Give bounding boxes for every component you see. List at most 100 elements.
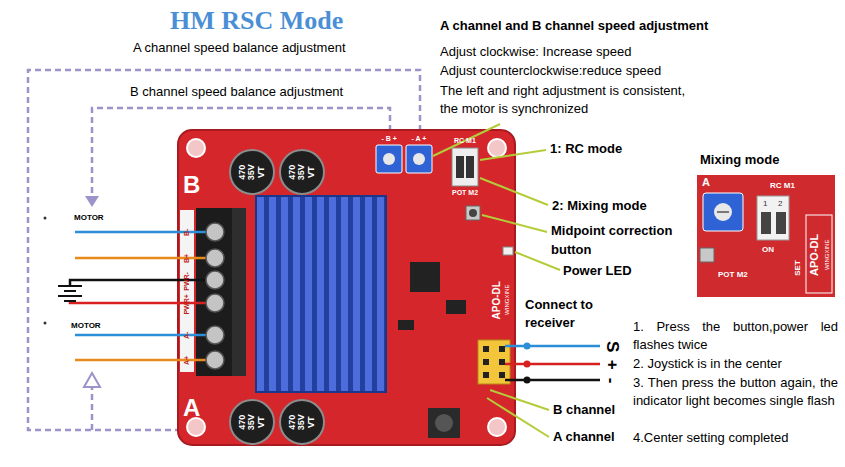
silkscreen-text: A [702,176,710,190]
annotation-text: A channel speed balance adjustment [133,40,346,56]
pin-label: - [601,377,622,383]
terminal-label: PWR+ [183,294,192,314]
circuit-board [178,130,515,445]
silkscreen-text: ON [762,245,774,255]
inset-board [761,212,771,234]
silkscreen-text: - B + [382,135,397,144]
wire-dot [524,377,531,384]
circuit-board [180,210,194,372]
channel-letter: A [183,393,200,423]
circuit-board [435,414,453,432]
balance-path [28,70,420,430]
motor-label: MOTOR [74,213,104,223]
circuit-board [499,372,505,378]
inset-board [776,212,786,234]
inset-board [697,175,835,297]
leader-line [487,398,549,437]
power-wire [75,359,210,362]
circuit-board [178,130,515,445]
circuit-board [280,150,324,194]
circuit-board [256,196,386,392]
capacitor-text: 470 35V VT [288,408,316,436]
silkscreen-text: APO-DL [491,281,504,319]
terminal-screw [206,351,224,369]
silkscreen-text: 2 [778,199,782,209]
step-text: 1. Press the button,power led flashes tw… [633,318,838,354]
circuit-board [428,408,460,438]
terminal-label: A+ [183,355,192,364]
power-wire [75,257,210,260]
circuit-board [483,359,489,365]
wire-dot [524,343,531,350]
callout-label: A channel [553,429,615,445]
battery-symbol [64,290,76,292]
circuit-board [456,156,464,178]
pin-label: S [602,340,623,351]
step-text: 4.Center setting completed [633,429,838,447]
terminal-screw [206,223,224,241]
step-text: 3. Then press the button again, the indi… [633,374,838,410]
battery-symbol [58,285,82,287]
circuit-board [452,148,478,186]
circuit-board [256,196,386,392]
circuit-board [410,262,440,292]
circuit-board [483,346,489,352]
receiver-wire [505,345,600,348]
circuit-board [499,359,505,365]
arrow-head [84,373,100,387]
wire-dot [524,343,531,384]
circuit-board [446,300,466,314]
capacitor-text: 470 35V VT [238,408,266,436]
terminal-screw [206,326,224,344]
leader-line [433,124,560,437]
inset-board [717,211,729,213]
circuit-board [280,400,324,444]
wire-dot [524,361,531,368]
circuit-board [466,156,474,178]
annotation-text: The left and right adjustment is consist… [440,82,685,118]
circuit-board [187,139,205,157]
circuit-board [488,418,506,436]
marker-dot [44,322,47,325]
pin-label: + [601,359,622,369]
terminal-label: A- [183,331,192,338]
callout-label: Connect to receiver [525,296,620,332]
circuit-board [230,150,274,194]
terminal-screw [206,223,224,369]
receiver-wire [505,363,600,366]
circuit-board [232,208,246,376]
callout-label: 2: Mixing mode [552,198,647,214]
battery-symbol [64,300,76,302]
battery-symbol [58,286,82,301]
inset-board [703,193,743,231]
inset-board [700,248,714,262]
silkscreen-text: POT M2 [718,270,748,280]
balance-path [28,70,420,430]
circuit-board [413,153,425,165]
silkscreen-text: - A + [412,135,427,144]
callout-label: B channel [553,402,615,418]
leader-line [482,215,547,232]
circuit-board [230,400,274,444]
annotation-text: B channel speed balance adjustment [130,84,343,100]
terminal-screw [206,249,224,267]
balance-path [91,387,94,430]
circuit-board [398,320,414,330]
silkscreen-text: POT M2 [452,189,478,198]
annotation-text: Adjust counterclockwise:reduce speed [440,63,661,79]
leader-line [480,150,546,160]
circuit-board [383,153,395,165]
channel-letter: B [183,170,200,200]
circuit-board [488,139,506,157]
circuit-board [466,206,480,220]
circuit-board [178,130,515,445]
annotation-text: A channel and B channel speed adjustment [440,18,708,34]
inset-heading: Mixing mode [700,152,779,168]
leader-line [480,178,548,205]
marker-dot [44,217,47,325]
terminal-screw [206,294,224,312]
leader-line [433,124,500,156]
battery-symbol [58,295,82,297]
silkscreen-text: 1 [763,199,767,209]
marker-dot [44,217,47,220]
